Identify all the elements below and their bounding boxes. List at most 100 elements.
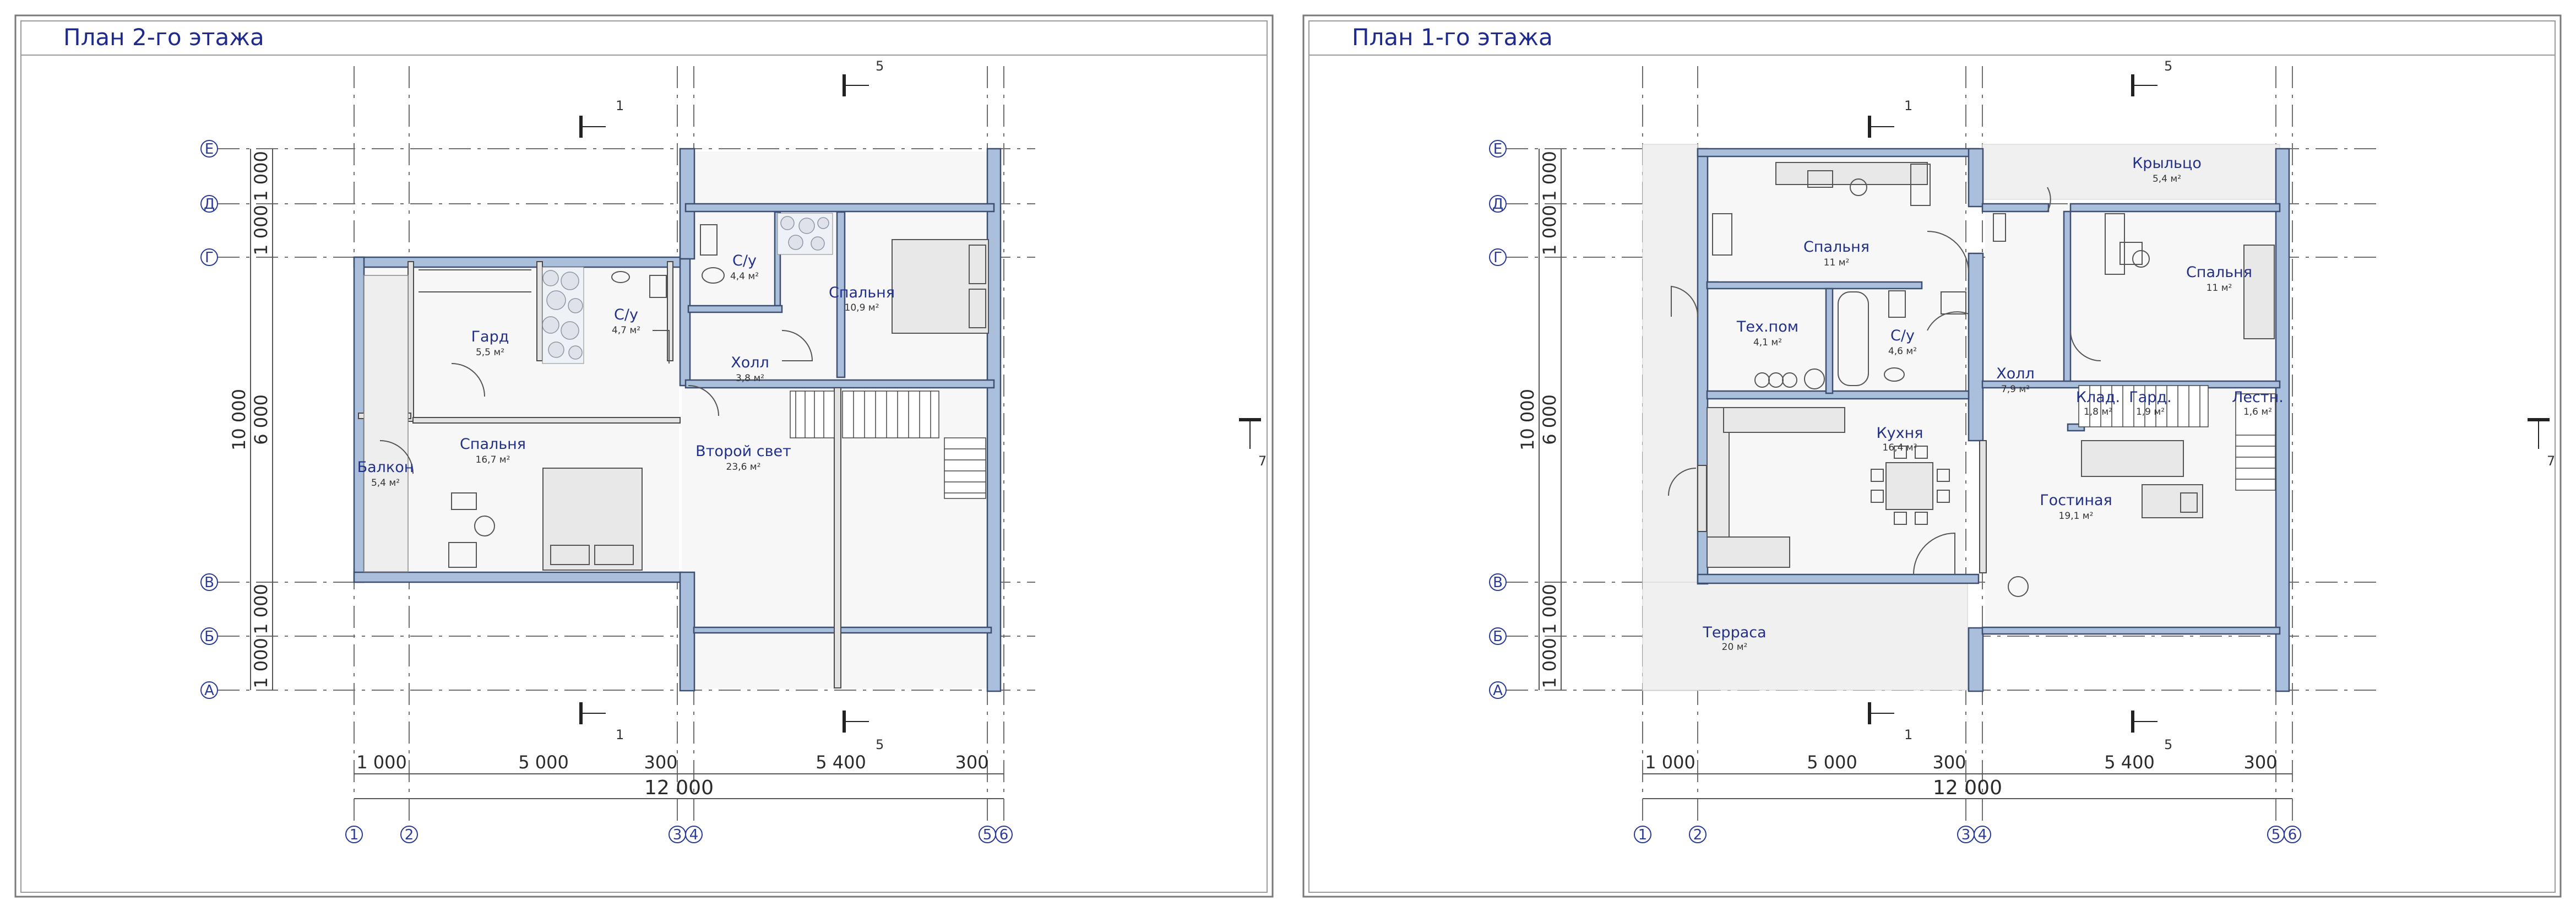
column-axis-markers: 1 2 3 4 5 6: [345, 826, 1013, 843]
vertical-dimensions: 1 000 1 000 6 000 1 000 1 000 10 000: [1517, 149, 1562, 690]
svg-text:Д: Д: [1492, 196, 1503, 213]
section-marks: 1 1 5 5 7: [579, 58, 1267, 752]
stone-floor-pattern: [542, 213, 833, 364]
svg-text:Е: Е: [1493, 141, 1502, 158]
sheet-inner-frame: [1308, 20, 2556, 893]
room-name: Клад.: [2076, 389, 2120, 406]
svg-text:4: 4: [1978, 827, 1987, 843]
room-area: 4,4 м²: [730, 271, 759, 282]
svg-text:3: 3: [1961, 827, 1971, 843]
svg-text:5 000: 5 000: [1807, 752, 1857, 773]
svg-text:В: В: [204, 574, 214, 591]
svg-text:1 000: 1 000: [251, 151, 271, 202]
room-name: Кухня: [1876, 425, 1923, 442]
plan-first-floor: План 1-го этажа: [1302, 14, 2562, 898]
room-name: Спальня: [1803, 238, 1869, 256]
room-area: 11 м²: [2207, 283, 2232, 294]
room-area: 4,1 м²: [1753, 337, 1782, 348]
svg-text:1 000: 1 000: [251, 205, 271, 256]
room-name: Гард: [471, 328, 509, 345]
terrace-deck: [1642, 582, 1968, 691]
svg-text:1 000: 1 000: [251, 584, 271, 635]
svg-text:Д: Д: [204, 196, 215, 213]
svg-text:5: 5: [876, 737, 884, 752]
svg-text:2: 2: [1693, 827, 1703, 843]
room-name: Гостиная: [2040, 492, 2112, 509]
svg-text:5: 5: [983, 827, 992, 843]
sheet-inner-frame: [20, 20, 1268, 893]
room-name: Тех.пом: [1736, 318, 1798, 335]
room-name: Спальня: [2186, 264, 2252, 281]
svg-text:300: 300: [644, 752, 677, 773]
room-area: 1,9 м²: [2136, 406, 2165, 417]
svg-text:3: 3: [673, 827, 682, 843]
svg-text:Б: Б: [204, 628, 214, 645]
furniture: [379, 224, 989, 571]
room-area: 1,8 м²: [2084, 406, 2112, 417]
room-name: Балкон: [357, 459, 414, 476]
svg-text:6 000: 6 000: [1539, 394, 1560, 445]
svg-text:5: 5: [2164, 737, 2172, 752]
svg-text:6: 6: [2288, 827, 2297, 843]
svg-text:1: 1: [1638, 827, 1648, 843]
svg-text:1 000: 1 000: [356, 752, 407, 773]
svg-text:1: 1: [1904, 98, 1912, 113]
svg-text:10 000: 10 000: [229, 389, 249, 451]
sheet-title: План 1-го этажа: [1352, 24, 1553, 51]
svg-text:1: 1: [1904, 727, 1912, 742]
svg-text:300: 300: [1932, 752, 1966, 773]
room-area: 10,9 м²: [845, 302, 879, 313]
svg-text:1: 1: [616, 727, 624, 742]
room-area: 7,9 м²: [2001, 384, 2030, 395]
svg-text:6: 6: [999, 827, 1009, 843]
column-axis-markers: 1 2 3 4 5 6: [1634, 826, 2301, 843]
svg-text:1 000: 1 000: [1539, 205, 1560, 256]
room-area: 19,1 м²: [2059, 511, 2094, 522]
svg-text:4: 4: [689, 827, 699, 843]
room-name: Гард.: [2129, 389, 2171, 406]
row-axis-markers: Е Д Г В Б А: [200, 140, 218, 699]
room-name: Крыльцо: [2132, 155, 2202, 172]
svg-text:А: А: [204, 682, 214, 699]
sheet-title: План 2-го этажа: [63, 24, 264, 51]
svg-text:12 000: 12 000: [1933, 777, 2002, 799]
svg-text:12 000: 12 000: [644, 777, 714, 799]
room-labels: Крыльцо 5,4 м² Спальня 11 м² Спальня 11 …: [1702, 155, 2284, 653]
svg-text:5: 5: [2164, 58, 2172, 74]
room-name: С/у: [1890, 327, 1915, 344]
room-name: Холл: [731, 354, 769, 371]
svg-text:1 000: 1 000: [1539, 584, 1560, 635]
svg-text:5: 5: [876, 58, 884, 74]
room-name: Спальня: [460, 436, 526, 453]
row-axis-markers: Е Д Г В Б А: [1489, 140, 1507, 699]
room-name: С/у: [614, 306, 638, 323]
room-name: Холл: [1996, 365, 2035, 382]
svg-text:5 000: 5 000: [518, 752, 569, 773]
room-area: 5,5 м²: [476, 347, 504, 358]
svg-text:Г: Г: [205, 250, 214, 266]
staircase: [790, 391, 986, 499]
plan-second-floor: План 2-го этажа: [14, 14, 1274, 898]
svg-text:7: 7: [2547, 453, 2555, 469]
svg-text:1: 1: [350, 827, 359, 843]
svg-text:Г: Г: [1493, 250, 1502, 266]
walls: [1697, 148, 2290, 692]
staircase: [2078, 385, 2276, 491]
room-area: 5,4 м²: [2153, 173, 2181, 185]
svg-text:10 000: 10 000: [1517, 389, 1538, 451]
sheet-frame: [1302, 14, 2562, 898]
svg-text:5: 5: [2271, 827, 2281, 843]
walls: [353, 148, 1002, 692]
svg-text:1 000: 1 000: [1539, 638, 1560, 688]
svg-text:Е: Е: [205, 141, 214, 158]
vertical-dimensions: 1 000 1 000 6 000 1 000 1 000 10 000: [229, 149, 273, 690]
room-area: 4,6 м²: [1888, 346, 1917, 357]
svg-text:А: А: [1493, 682, 1503, 699]
room-area: 16,4 м²: [1883, 442, 1917, 453]
room-area: 5,4 м²: [371, 478, 400, 489]
svg-text:5 400: 5 400: [816, 752, 866, 773]
svg-text:300: 300: [955, 752, 988, 773]
svg-text:1 000: 1 000: [251, 638, 271, 688]
room-area: 3,8 м²: [736, 373, 764, 384]
